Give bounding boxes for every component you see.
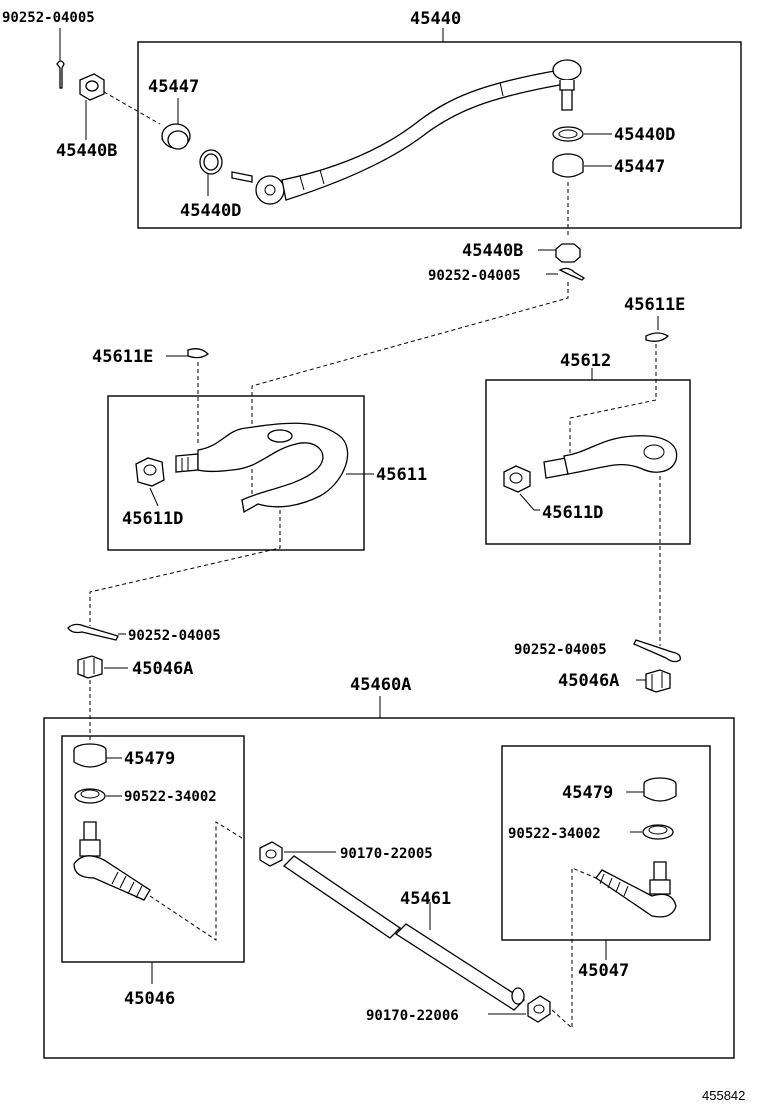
castle-nut-top-left-part xyxy=(79,73,105,101)
label-dust-cover-top-right: 45440D xyxy=(614,125,675,145)
seat-top-right-part xyxy=(552,153,584,178)
label-dust-seal-left-low: 90522-34002 xyxy=(124,789,217,805)
label-nut-arm-right: 45611D xyxy=(542,503,603,523)
key-left-part xyxy=(187,348,209,359)
nut-arm-right-part xyxy=(503,465,531,493)
label-clamp-lower: 90170-22006 xyxy=(366,1008,459,1024)
nut-arm-left-part xyxy=(135,457,165,487)
tie-rod-tube-part xyxy=(282,855,526,1011)
label-castle-nut-right-low: 45046A xyxy=(558,671,619,691)
cotter-pin-mid-part xyxy=(558,267,586,281)
diagram-id: 455842 xyxy=(702,1088,745,1103)
label-cotter-pin-mid: 90252-04005 xyxy=(428,268,521,284)
label-tie-rod-end-left: 45046 xyxy=(124,989,175,1009)
tie-rod-assembly-box xyxy=(43,717,735,1059)
clamp-lower-part xyxy=(527,995,551,1023)
tie-rod-end-right-box xyxy=(501,745,711,941)
label-knuckle-arm-left: 45611 xyxy=(376,465,427,485)
label-cotter-pin-right-low: 90252-04005 xyxy=(514,642,607,658)
seat-right-low-part xyxy=(643,777,677,802)
label-key-right: 45611E xyxy=(624,295,685,315)
castle-nut-left-low-part xyxy=(77,655,103,679)
seat-top-left-part xyxy=(161,123,191,150)
castle-nut-mid-part xyxy=(555,243,581,263)
knuckle-arm-left-part xyxy=(175,422,349,514)
label-seat-top-left: 45447 xyxy=(148,77,199,97)
tie-rod-end-left-part xyxy=(73,821,151,901)
dust-seal-left-low-part xyxy=(74,788,106,804)
label-cotter-pin-left-low: 90252-04005 xyxy=(128,628,221,644)
dust-cover-top-right-part xyxy=(552,126,584,142)
label-key-left: 45611E xyxy=(92,347,153,367)
drag-link-assembly-box xyxy=(137,41,742,229)
label-nut-mid: 45440B xyxy=(462,241,523,261)
label-dust-seal-right-low: 90522-34002 xyxy=(508,826,601,842)
cotter-pin-left-low-part xyxy=(67,623,119,641)
label-seat-top-right: 45447 xyxy=(614,157,665,177)
cotter-pin-top-part xyxy=(56,60,65,89)
cotter-pin-right-low-part xyxy=(633,639,681,663)
label-knuckle-arm-right-assy: 45612 xyxy=(560,351,611,371)
label-dust-cover-top-left: 45440D xyxy=(180,201,241,221)
label-seat-left-low: 45479 xyxy=(124,749,175,769)
label-cotter-pin-top: 90252-04005 xyxy=(2,10,95,26)
knuckle-arm-right-part xyxy=(543,435,678,479)
label-clamp-upper: 90170-22005 xyxy=(340,846,433,862)
label-nut-top-left: 45440B xyxy=(56,141,117,161)
label-tie-rod-tube: 45461 xyxy=(400,889,451,909)
label-castle-nut-left-low: 45046A xyxy=(132,659,193,679)
label-nut-arm-left: 45611D xyxy=(122,509,183,529)
label-tie-rod-assy: 45460A xyxy=(350,675,411,695)
clamp-upper-part xyxy=(259,841,283,867)
key-right-part xyxy=(645,332,670,342)
knuckle-arm-left-box xyxy=(107,395,365,551)
castle-nut-right-low-part xyxy=(645,669,671,693)
seat-left-low-part xyxy=(73,743,107,768)
label-seat-right-low: 45479 xyxy=(562,783,613,803)
tie-rod-end-right-part xyxy=(595,861,677,918)
drag-link-rod-part xyxy=(231,59,582,205)
tie-rod-end-left-box xyxy=(61,735,245,963)
label-tie-rod-end-right: 45047 xyxy=(578,961,629,981)
knuckle-arm-right-box xyxy=(485,379,691,545)
label-drag-link-assy: 45440 xyxy=(410,9,461,29)
dust-seal-right-low-part xyxy=(642,824,674,840)
dust-cover-top-left-part xyxy=(199,149,223,175)
